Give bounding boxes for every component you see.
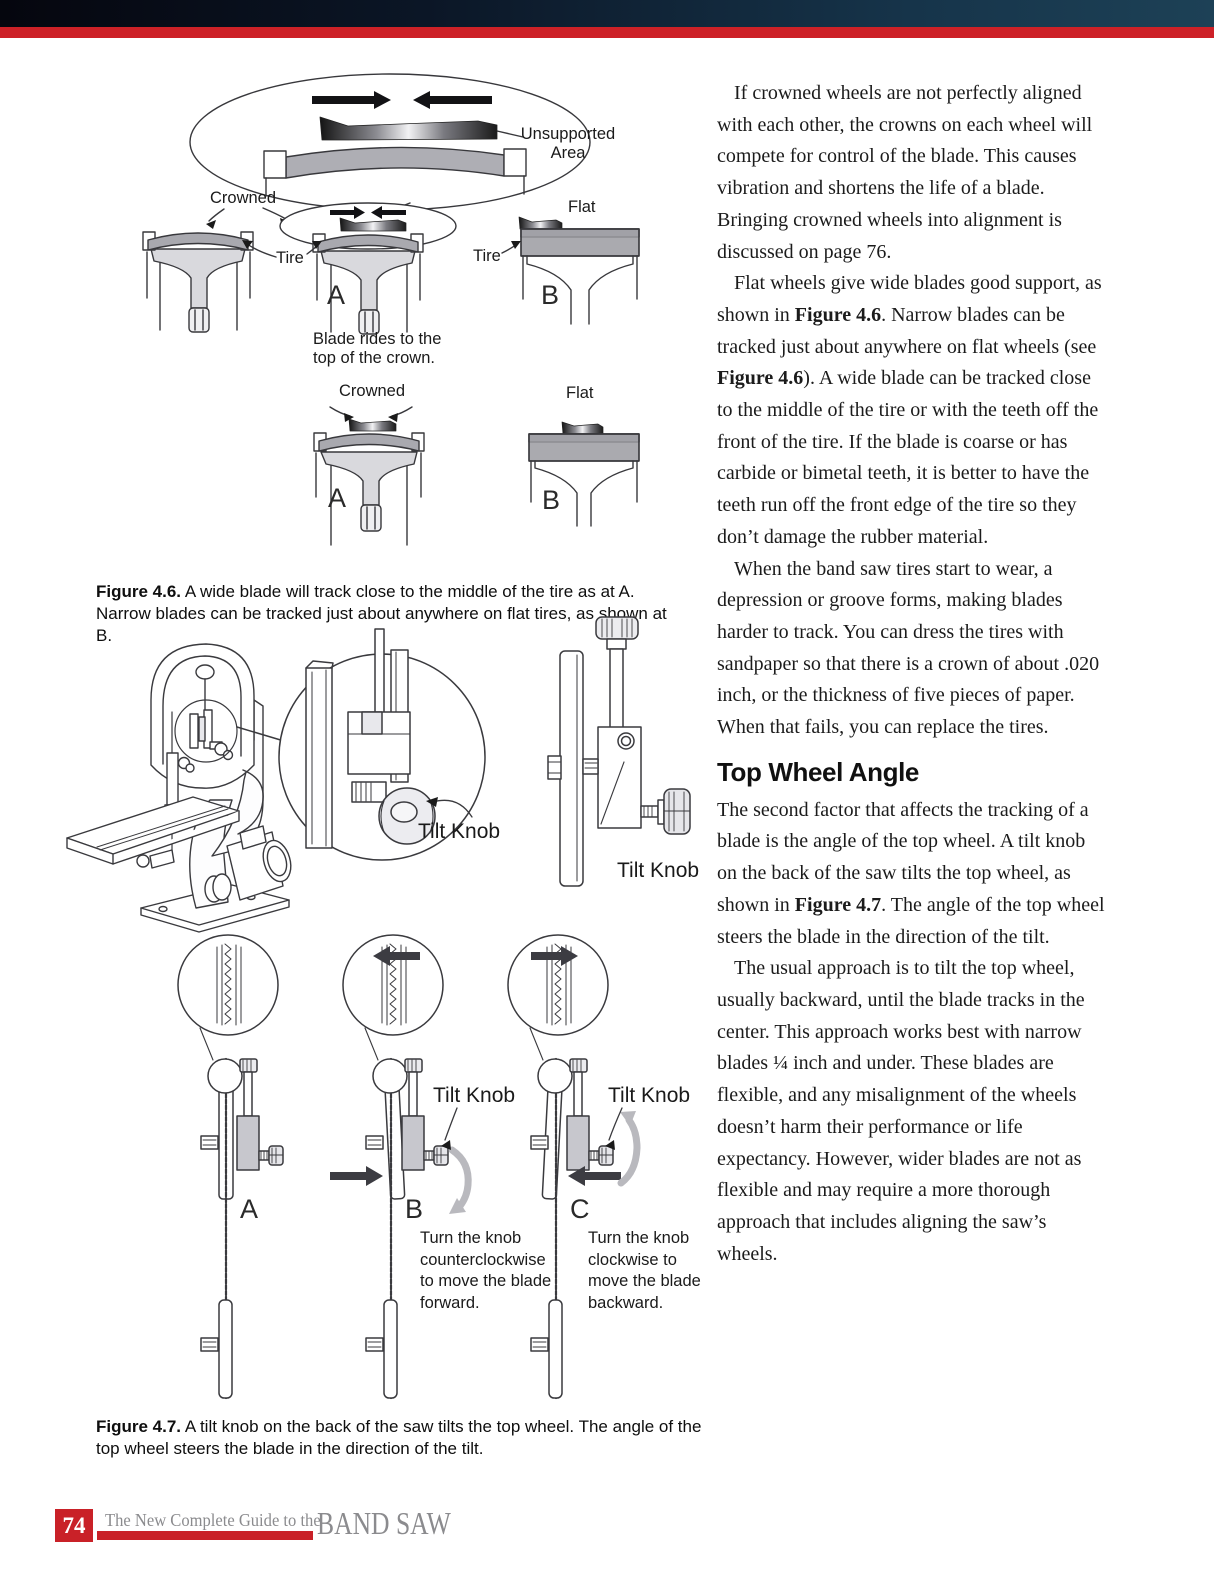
- diagram-b-drawing: [330, 934, 472, 1400]
- note-knob-clockwise: Turn the knob clockwise to move the blad…: [588, 1229, 701, 1312]
- arrow-right-icon: [330, 206, 365, 219]
- figure-4-7-caption: Figure 4.7. A tilt knob on the back of t…: [96, 1417, 702, 1458]
- label-tire-row1: Tire: [276, 249, 304, 267]
- label-tilt-knob-side: Tilt Knob: [617, 859, 700, 882]
- arrow-left-icon: [373, 946, 420, 966]
- label-a-row2: A: [328, 483, 347, 513]
- label-unsupported-area: Unsupported Area: [520, 125, 616, 162]
- crowned-wheel-left-row1: [142, 231, 254, 333]
- flat-wheel-b-row1: [518, 216, 640, 325]
- paragraph-usual-approach: The usual approach is to tilt the top wh…: [717, 957, 1085, 1265]
- label-diagram-a: A: [240, 1194, 259, 1224]
- footer-book-title: BAND SAW: [317, 1505, 451, 1541]
- label-flat-row1: Flat: [568, 198, 596, 216]
- unsupported-leader: [496, 130, 524, 138]
- label-diagram-b: B: [405, 1194, 424, 1224]
- header-navy-bar: [0, 0, 1214, 27]
- band-saw-drawing: [66, 643, 292, 933]
- tilt-knob-magnifier-drawing: [278, 628, 486, 861]
- figure-4-6-reference: Figure 4.6: [717, 367, 804, 390]
- footer-red-strip: [97, 1531, 313, 1540]
- arrow-left-icon: [568, 1166, 621, 1186]
- figure-4-7-reference: Figure 4.7: [794, 893, 882, 916]
- blade-on-flat: [561, 421, 604, 435]
- tilt-knob-leader: [608, 1107, 623, 1141]
- tilt-knob-leader: [444, 1107, 458, 1141]
- detail-marker-circle: [174, 699, 238, 763]
- arrow-left-icon: [413, 91, 492, 109]
- label-diagram-c: C: [570, 1194, 590, 1224]
- diagram-c-drawing: [507, 934, 641, 1400]
- figure-4-6-illustration: [142, 73, 640, 546]
- crowned-wheel-a-row2: [313, 418, 425, 546]
- arrow-right-icon: [330, 1166, 383, 1186]
- arrow-right-icon: [531, 946, 578, 966]
- label-flat-row2: Flat: [566, 384, 594, 402]
- blade-zoom: [319, 116, 498, 141]
- label-tire-row1-b: Tire: [473, 247, 501, 265]
- figure-4-6-caption: Figure 4.6. A wide blade will track clos…: [96, 582, 667, 645]
- label-b-row1: B: [541, 280, 560, 310]
- paragraph-tire-wear: When the band saw tires start to wear, a…: [717, 557, 1100, 739]
- footer-series-title: The New Complete Guide to the: [105, 1510, 321, 1530]
- crowned-wheel-a-row1: [279, 202, 457, 335]
- header-red-stripe: [0, 27, 1214, 38]
- paragraph-second-factor: The second factor that affects the track…: [717, 798, 1105, 948]
- arrow-left-icon: [371, 206, 406, 219]
- blade-on-crown: [339, 217, 407, 232]
- diagram-a-drawing: [177, 934, 284, 1400]
- side-tilt-knob: [663, 788, 691, 835]
- arrow-right-icon: [312, 91, 391, 109]
- figure-4-6-reference: Figure 4.6: [794, 303, 882, 326]
- article-column: If crowned wheels are not perfectly alig…: [717, 78, 1109, 1270]
- paragraph-crowned-alignment: If crowned wheels are not perfectly alig…: [717, 82, 1093, 263]
- label-tilt-knob-b: Tilt Knob: [433, 1084, 516, 1107]
- label-tilt-knob-c: Tilt Knob: [608, 1084, 691, 1107]
- section-heading-top-wheel-angle: Top Wheel Angle: [717, 756, 919, 787]
- rotation-arrow-up: [617, 1116, 641, 1187]
- flat-wheel-b-row2: [528, 421, 640, 527]
- label-b-row2: B: [542, 485, 561, 515]
- label-crowned-row2: Crowned: [339, 382, 406, 400]
- label-tilt-knob-magnifier: Tilt Knob: [418, 820, 501, 843]
- paragraph-flat-wheels: Flat wheels give wide blades good suppor…: [717, 272, 1102, 548]
- label-blade-note: Blade rides to the top of the crown.: [313, 330, 442, 367]
- note-knob-counterclockwise: Turn the knob counterclockwise to move t…: [420, 1229, 552, 1312]
- figure-4-7-illustration: [66, 616, 691, 1400]
- wheel-side-view-drawing: [547, 616, 691, 887]
- blade-on-crown: [348, 418, 397, 432]
- rotation-arrow-down: [448, 1146, 472, 1210]
- label-a-row1: A: [327, 280, 346, 310]
- blade-on-flat: [518, 216, 563, 230]
- page-number: 74: [55, 1509, 93, 1542]
- label-crowned-row1: Crowned: [210, 189, 277, 207]
